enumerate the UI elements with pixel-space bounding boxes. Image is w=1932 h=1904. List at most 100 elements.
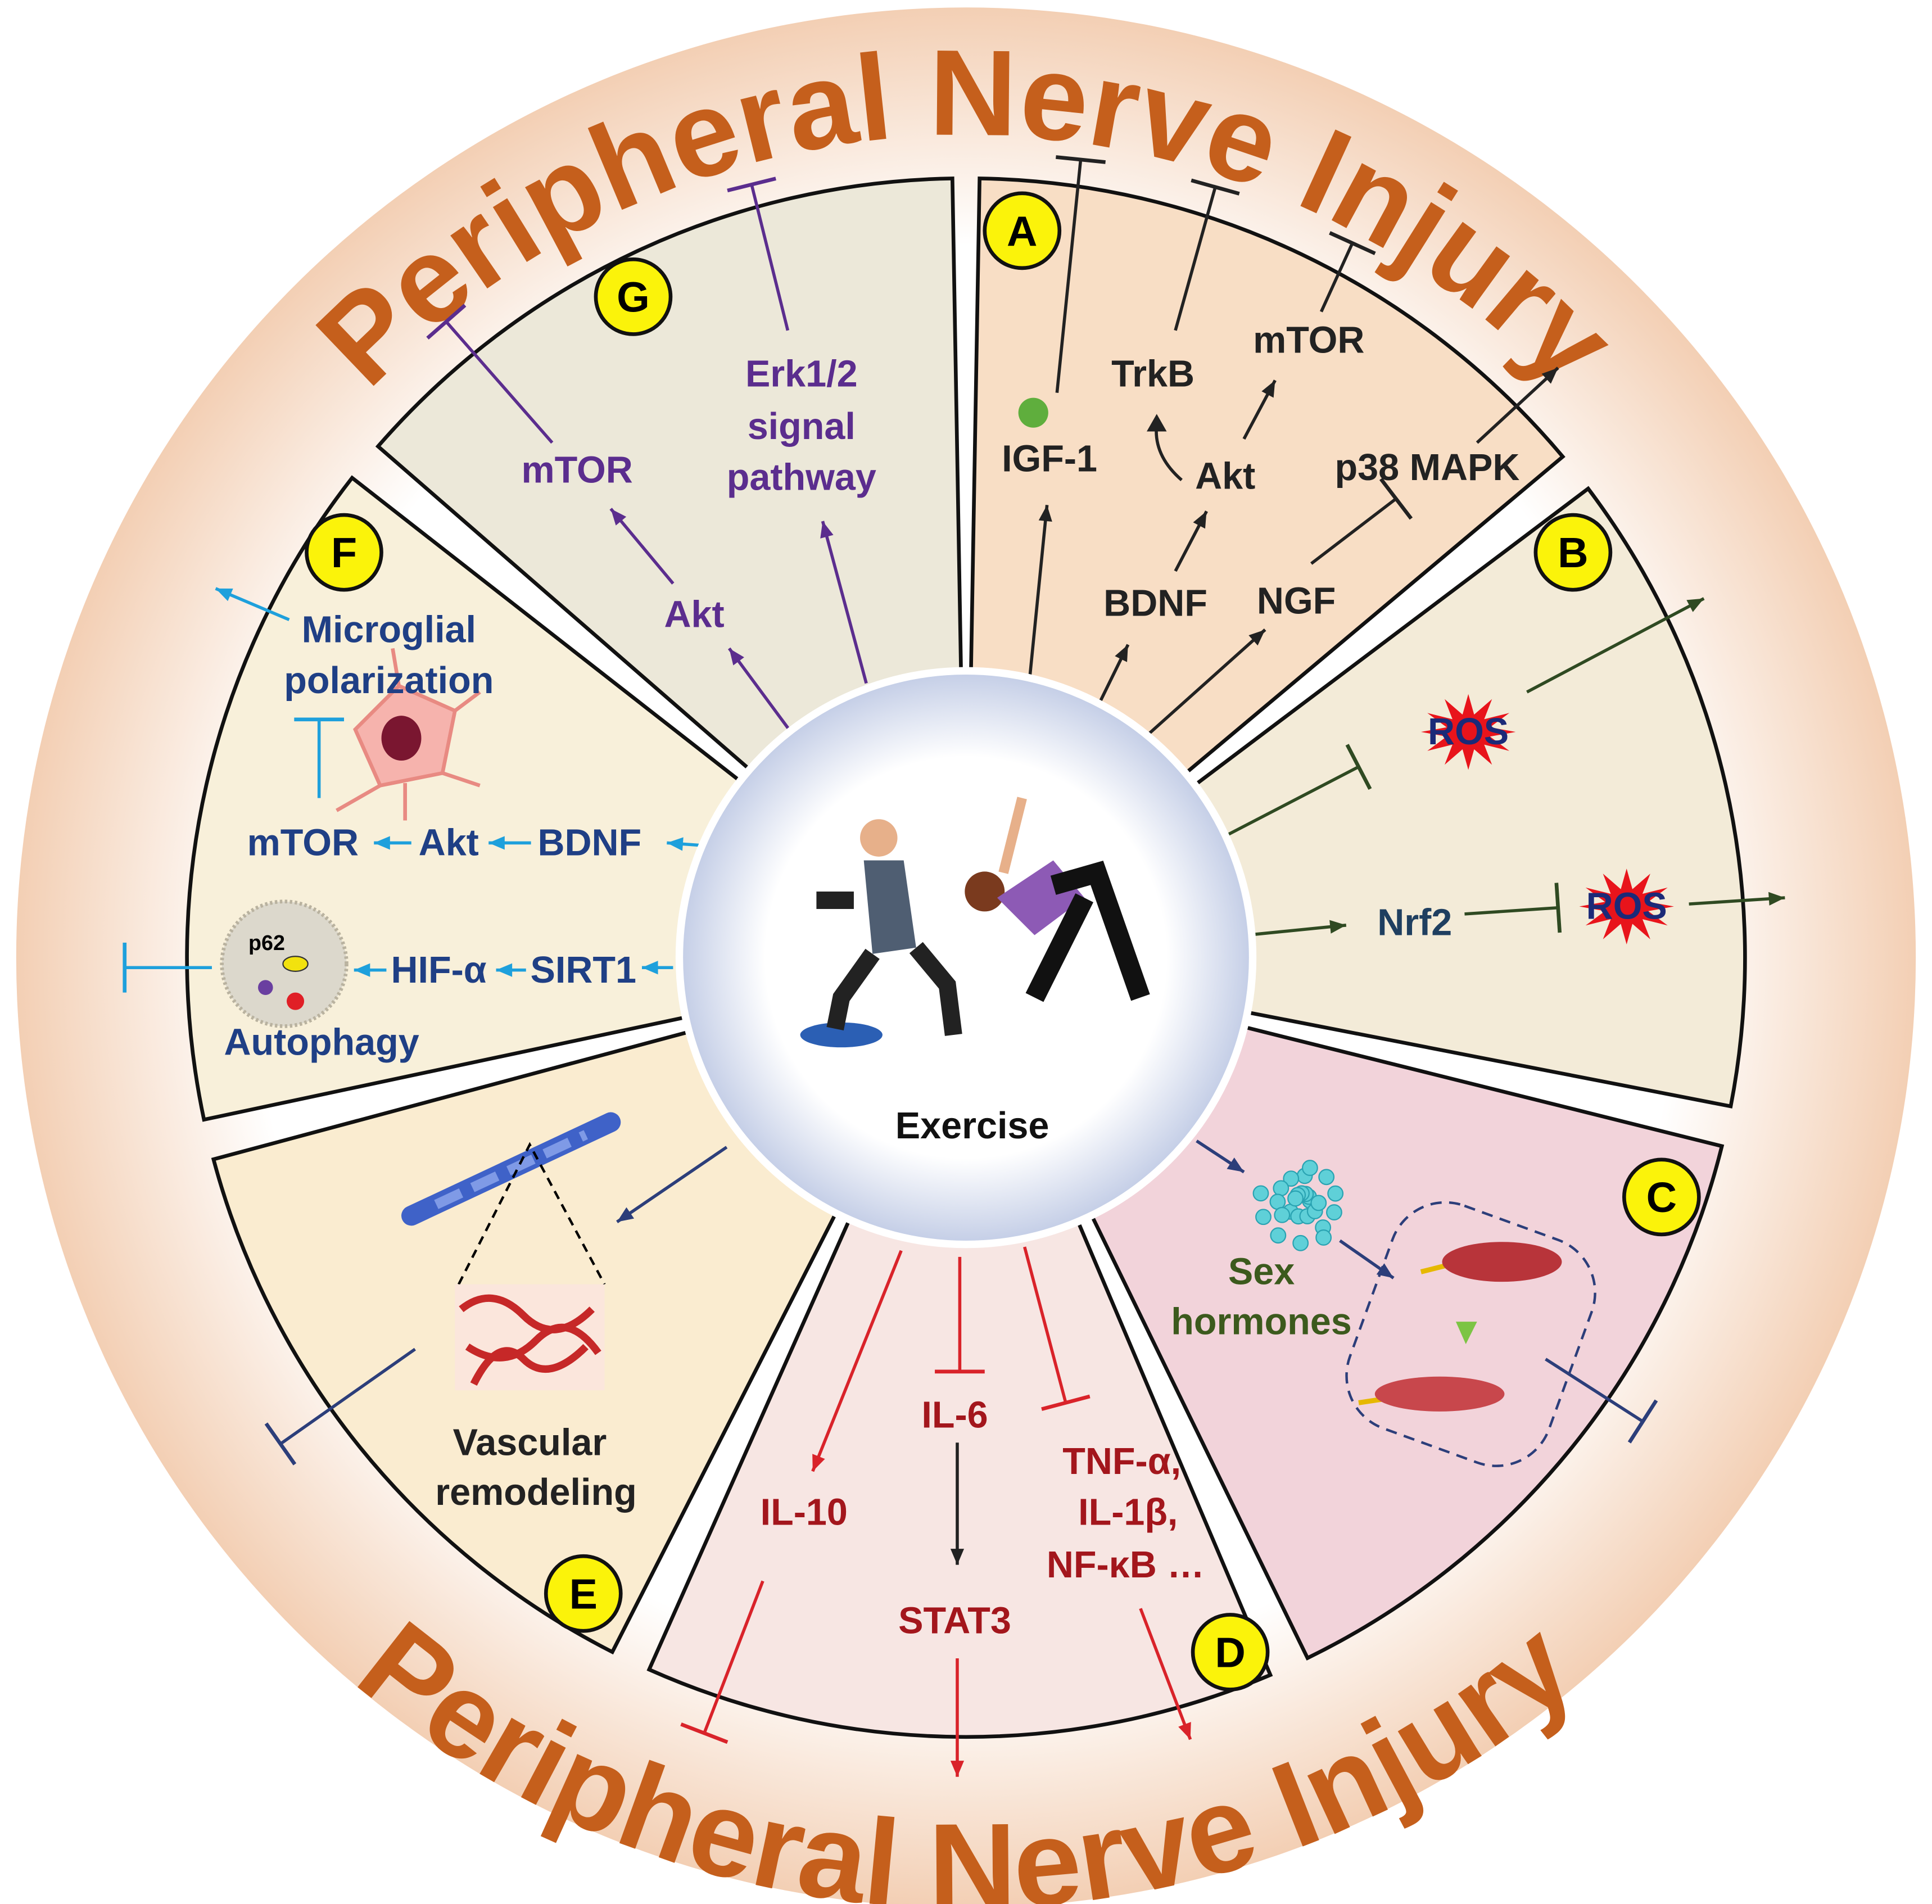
inhibition-line <box>1220 765 1360 840</box>
activation-arrow <box>811 1250 903 1472</box>
badge-b <box>1533 513 1613 592</box>
inhibition-bar <box>1627 1399 1658 1444</box>
activation-arrow <box>616 1146 728 1224</box>
igf1-label: IGF-1 <box>1002 438 1097 480</box>
badge-d-label: D <box>1215 1629 1245 1676</box>
vascular-remodeling-label: Vascular <box>453 1422 607 1463</box>
inhibition-bar <box>1329 231 1376 255</box>
badge-e <box>544 1554 623 1633</box>
arrowhead-icon <box>354 963 370 977</box>
mtor-label: mTOR <box>247 822 359 864</box>
arrowhead-icon <box>820 521 834 539</box>
badge-f-label: F <box>331 529 357 576</box>
nrf2-label: Nrf2 <box>1377 902 1452 944</box>
activation-arrow <box>1246 924 1347 937</box>
inhibition-line <box>750 184 790 331</box>
exercise-center-circle <box>675 667 1257 1249</box>
activation-arrow <box>1139 1608 1192 1740</box>
inhibition-line <box>1055 159 1083 393</box>
inhibition-line <box>279 1347 416 1445</box>
vascular-remodeling-label: remodeling <box>435 1472 636 1513</box>
arrowhead-icon <box>950 1761 965 1777</box>
activation-arrow <box>1146 628 1266 737</box>
il1b-label: IL-1β, <box>1078 1492 1178 1534</box>
badge-a <box>983 191 1062 270</box>
inhibition-line <box>1545 1358 1644 1423</box>
arrowhead-icon <box>374 836 390 850</box>
badge-g <box>594 257 673 336</box>
arrowhead-icon <box>1147 414 1167 432</box>
arrowhead-icon <box>1329 920 1346 934</box>
activation-arrow <box>727 647 790 731</box>
hif-alpha-label: HIF-α <box>391 949 486 991</box>
igf1-molecule-icon <box>1018 397 1048 428</box>
mtor-label: mTOR <box>1253 320 1364 361</box>
arrowhead-icon <box>617 1207 635 1222</box>
arrowhead-icon <box>1686 598 1704 612</box>
arrowhead-icon <box>496 963 513 977</box>
inhibition-line <box>1310 498 1397 565</box>
sex-hormone-particles-icon <box>1252 1160 1344 1251</box>
arrowhead-icon <box>950 1549 965 1565</box>
arrowhead-icon <box>641 961 658 975</box>
arrowhead-icon <box>1038 505 1052 522</box>
inhibition-bar <box>1345 744 1372 790</box>
tnf-alpha-label: TNF-α, <box>1062 1441 1181 1482</box>
activation-arrow <box>1028 505 1049 680</box>
badge-c <box>1622 1157 1701 1237</box>
inhibition-line <box>1023 1246 1067 1404</box>
p38-mapk-label: p38 MAPK <box>1334 447 1519 489</box>
badge-d <box>1191 1613 1270 1692</box>
erk-label: pathway <box>727 457 876 499</box>
il10-label: IL-10 <box>761 1492 848 1534</box>
arrowhead-icon <box>1768 892 1785 906</box>
ngf-label: NGF <box>1257 580 1336 622</box>
microglia-cell-icon <box>336 648 481 821</box>
exercise-label: Exercise <box>895 1105 1049 1147</box>
microglial-polarization-label: Microglial <box>302 609 476 650</box>
badge-b-label: B <box>1558 529 1588 576</box>
inhibition-line <box>1319 242 1354 313</box>
ros-burst-icon <box>1420 694 1516 770</box>
il6-label: IL-6 <box>921 1395 988 1436</box>
arrowhead-icon <box>667 837 684 851</box>
arrowhead-icon <box>729 648 744 666</box>
myelinated-nerve-icon <box>401 1112 621 1391</box>
inhibition-bar <box>1191 178 1240 196</box>
akt-label: Akt <box>419 822 479 864</box>
erk-label: Erk1/2 <box>745 354 858 395</box>
arrowhead-icon <box>1261 380 1275 398</box>
arrowhead-icon <box>488 836 505 850</box>
ros-label: ROS <box>1428 711 1509 753</box>
inhibition-line <box>1174 186 1217 331</box>
arrowhead-icon <box>1541 368 1558 384</box>
arrowhead-icon <box>215 588 233 601</box>
muscle-fiber-icon <box>1345 1201 1596 1467</box>
sirt1-label: SIRT1 <box>531 949 636 991</box>
sex-hormones-label: hormones <box>1171 1301 1351 1342</box>
p62-label: p62 <box>248 931 285 955</box>
mtor-label: mTOR <box>522 449 633 491</box>
inhibition-line <box>703 1580 764 1734</box>
badge-g-label: G <box>617 274 650 321</box>
bdnf-label: BDNF <box>1103 583 1207 625</box>
inhibition-bar <box>680 1722 729 1744</box>
bdnf-label: BDNF <box>537 822 641 864</box>
akt-label: Akt <box>664 594 725 636</box>
inhibition-line <box>1464 906 1558 916</box>
sex-hormones-label: Sex <box>1228 1251 1295 1293</box>
autophagy-label: Autophagy <box>224 1021 419 1063</box>
ros-label: ROS <box>1586 886 1667 928</box>
activation-arrow <box>1476 367 1559 444</box>
badge-a-label: A <box>1007 207 1037 255</box>
badge-f <box>305 513 383 592</box>
arrowhead-icon <box>812 1454 825 1472</box>
autophagosome-icon: p62 <box>220 899 349 1028</box>
inhibition-bar <box>1379 477 1413 520</box>
stat3-label: STAT3 <box>898 1600 1011 1642</box>
inhibition-bar <box>1056 155 1106 164</box>
akt-label: Akt <box>1195 455 1255 497</box>
inhibition-bar <box>426 304 467 340</box>
inhibition-bar <box>1041 1394 1091 1411</box>
